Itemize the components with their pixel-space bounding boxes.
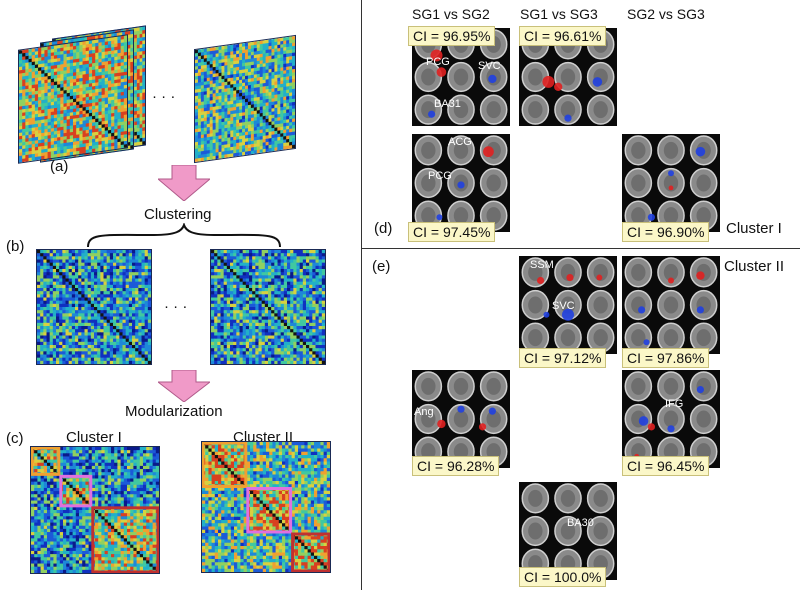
matrix-a-last bbox=[194, 34, 296, 164]
callout-acg: ACG bbox=[448, 136, 472, 148]
brain-panel-e2-sg23 bbox=[622, 370, 720, 468]
ellipsis-b: · · · bbox=[164, 298, 188, 315]
brace-icon bbox=[87, 223, 281, 248]
ci-e-sg13: CI = 97.12% bbox=[519, 348, 607, 368]
matrix-b-first bbox=[36, 249, 152, 365]
label-a: (a) bbox=[50, 158, 69, 175]
col-header-sg1-sg2: SG1 vs SG2 bbox=[412, 6, 490, 22]
matrix-cluster2 bbox=[201, 441, 331, 573]
callout-svc-2: SVC bbox=[552, 300, 575, 312]
ci-d2-sg12: CI = 97.45% bbox=[408, 222, 496, 242]
matrix-a-last-wrap bbox=[192, 22, 296, 172]
ci-e2-sg23: CI = 96.45% bbox=[622, 456, 710, 476]
label-b: (b) bbox=[6, 238, 25, 255]
ci-e3-sg13: CI = 100.0% bbox=[519, 567, 607, 587]
matrix-cluster1 bbox=[30, 446, 160, 574]
matrix-b-last bbox=[210, 249, 326, 365]
vertical-divider bbox=[361, 0, 362, 590]
horizontal-divider bbox=[362, 248, 800, 249]
matrix-stack bbox=[12, 20, 162, 170]
brain-panel-d2-sg23 bbox=[622, 134, 720, 232]
col-header-sg1-sg3: SG1 vs SG3 bbox=[520, 6, 598, 22]
matrix-a-front bbox=[18, 34, 128, 164]
ellipsis-a: · · · bbox=[152, 88, 176, 105]
brain-panel-e3-sg13 bbox=[519, 482, 617, 580]
col-header-sg2-sg3: SG2 vs SG3 bbox=[627, 6, 705, 22]
ci-d-sg12: CI = 96.95% bbox=[408, 26, 496, 46]
cluster1-label: Cluster I bbox=[726, 220, 782, 237]
callout-ang: Ang bbox=[414, 406, 434, 418]
callout-ssm: SSM bbox=[530, 259, 554, 271]
label-c: (c) bbox=[6, 430, 24, 447]
step-modularization: Modularization bbox=[125, 403, 223, 420]
brain-panel-e-sg23 bbox=[622, 256, 720, 354]
label-e: (e) bbox=[372, 258, 391, 275]
down-arrow-icon bbox=[158, 370, 210, 402]
ci-d2-sg23: CI = 96.90% bbox=[622, 222, 710, 242]
cluster2-label: Cluster II bbox=[724, 258, 785, 275]
callout-pcg: PCG bbox=[426, 56, 450, 68]
ci-e2-sg12: CI = 96.28% bbox=[412, 456, 500, 476]
callout-svc: SVC bbox=[478, 60, 501, 72]
brain-panel-e2-sg12 bbox=[412, 370, 510, 468]
step-clustering: Clustering bbox=[144, 206, 212, 223]
brain-panel-e-sg13 bbox=[519, 256, 617, 354]
down-arrow-icon bbox=[158, 165, 210, 201]
brain-panel-d2-sg12 bbox=[412, 134, 510, 232]
callout-ifg: IFG bbox=[665, 398, 684, 410]
label-d: (d) bbox=[374, 220, 393, 237]
cluster1-title: Cluster I bbox=[66, 429, 122, 446]
callout-ba31: BA31 bbox=[434, 98, 461, 110]
ci-e-sg23: CI = 97.86% bbox=[622, 348, 710, 368]
ci-d-sg13: CI = 96.61% bbox=[519, 26, 607, 46]
callout-pcg-2: PCG bbox=[428, 170, 452, 182]
callout-ba30: BA30 bbox=[567, 517, 594, 529]
